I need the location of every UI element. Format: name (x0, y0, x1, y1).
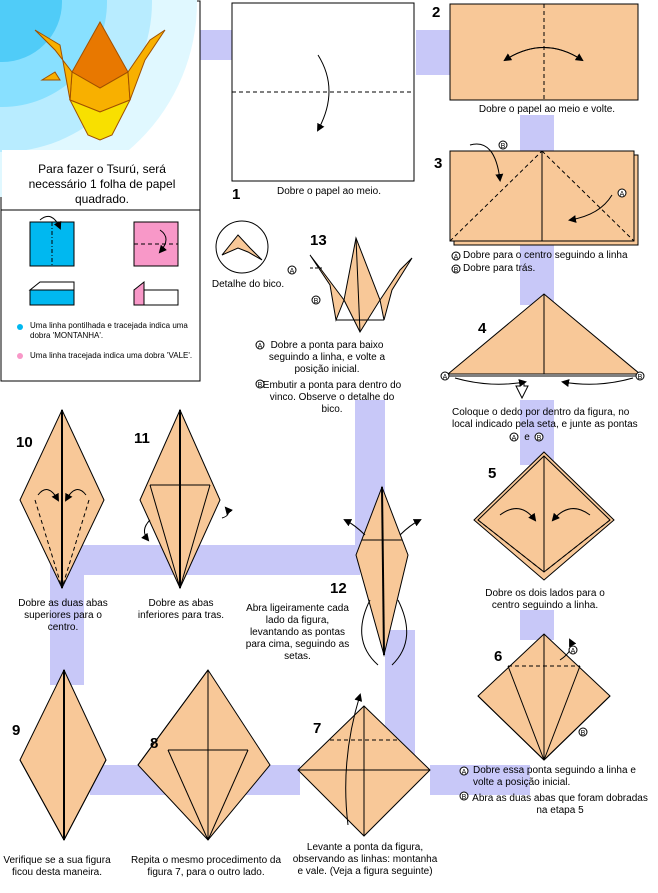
step-9-figure (19, 668, 107, 842)
step-7-figure (297, 693, 431, 837)
step-1-number: 1 (232, 186, 241, 203)
step-1-text: Dobre o papel ao meio. (277, 186, 381, 197)
step-3-text-b: Dobre para trás. (463, 263, 536, 274)
step-3-figure (449, 143, 639, 246)
step-5-text: Dobre os dois lados para o centro seguin… (485, 588, 605, 611)
svg-text:A: A (571, 648, 576, 655)
step-12-figure (343, 485, 422, 666)
marker-a-icon: A (287, 265, 297, 275)
step-6-text-a: Dobre essa ponta seguindo a linha e volt… (473, 765, 636, 788)
step-13-figure (309, 236, 413, 334)
marker-a-icon: A (617, 188, 627, 198)
step-2-figure (449, 3, 639, 101)
svg-text:B: B (462, 794, 467, 801)
marker-a-icon: A (459, 766, 469, 776)
step-2-number: 2 (432, 4, 441, 21)
step-10-figure (19, 408, 105, 590)
valley-dot-icon (17, 353, 23, 359)
svg-text:A: A (258, 343, 263, 350)
step-5-number: 5 (488, 465, 497, 482)
svg-text:A: A (443, 374, 448, 381)
step-7-text: Levante a ponta da figura, observando as… (292, 842, 438, 877)
step-4-text-and: e (524, 432, 530, 443)
step-4-figure (446, 293, 642, 400)
step-8-figure (137, 669, 271, 841)
legend-valley-result (133, 280, 179, 306)
svg-text:B: B (258, 382, 263, 389)
step-10-text: Dobre as duas abas superiores para o cen… (18, 598, 108, 633)
step-13-number: 13 (310, 232, 327, 249)
marker-a-icon: A (568, 645, 578, 655)
svg-text:B: B (314, 298, 319, 305)
step-5-figure (473, 451, 615, 581)
beak-detail-label: Detalhe do bico. (211, 279, 285, 290)
svg-text:A: A (454, 254, 459, 261)
svg-text:B: B (454, 267, 459, 274)
legend-mountain-result (28, 281, 75, 306)
intro-text: Para fazer o Tsurú, será necessário 1 fo… (28, 162, 176, 206)
step-13-text-b: Embutir a ponta para dentro do vinco. Ob… (262, 380, 402, 415)
step-11-number: 11 (134, 430, 150, 447)
svg-text:A: A (620, 191, 625, 198)
marker-a-icon: A (255, 340, 265, 350)
step-3-text-a: Dobre para o centro seguindo a linha (463, 250, 628, 261)
marker-b-icon: B (534, 432, 544, 442)
step-8-number: 8 (150, 735, 159, 752)
svg-text:A: A (512, 435, 517, 442)
step-2-text: Dobre o papel ao meio e volte. (478, 104, 616, 115)
svg-text:A: A (290, 268, 295, 275)
step-4-text: Coloque o dedo por dentro da figura, no … (452, 407, 638, 430)
svg-text:B: B (537, 435, 542, 442)
step-1-figure (231, 2, 415, 182)
marker-b-icon: B (498, 140, 508, 150)
legend-mountain-text: Uma linha pontilhada e tracejada indica … (30, 321, 188, 340)
marker-b-icon: B (311, 295, 321, 305)
beak-detail (215, 220, 269, 274)
marker-b-icon: B (451, 264, 461, 274)
step-6-number: 6 (494, 648, 503, 665)
step-3-number: 3 (434, 155, 443, 172)
step-11-figure (139, 408, 233, 590)
legend-mountain-square (29, 215, 75, 267)
marker-b-icon: B (255, 379, 265, 389)
marker-b-icon: B (459, 791, 469, 801)
svg-text:B: B (638, 374, 643, 381)
marker-a-icon: A (451, 251, 461, 261)
crane-icon (34, 20, 166, 141)
step-12-text: Abra ligeiramente cada lado da figura, l… (245, 603, 350, 662)
step-4-number: 4 (478, 320, 487, 337)
mountain-dot-icon (17, 324, 23, 330)
step-9-number: 9 (12, 722, 21, 739)
svg-text:B: B (501, 143, 506, 150)
finger-arrow-icon (515, 381, 529, 400)
legend-valley-square (133, 221, 179, 267)
step-10-number: 10 (16, 434, 33, 451)
step-6-text-b: Abra as duas abas que foram dobradas na … (472, 793, 648, 816)
step-8-text: Repita o mesmo procedimento da figura 7,… (130, 855, 282, 878)
svg-text:A: A (462, 769, 467, 776)
svg-text:B: B (581, 730, 586, 737)
step-11-text: Dobre as abas inferiores para tras. (137, 598, 225, 621)
marker-b-icon: B (635, 371, 645, 381)
legend-valley-text: Uma linha tracejada indica uma dobra 'VA… (30, 351, 193, 360)
marker-a-icon: A (440, 371, 450, 381)
step-13-text-a: Dobre a ponta para baixo seguindo a linh… (268, 340, 386, 375)
step-7-number: 7 (313, 720, 322, 737)
step-12-number: 12 (330, 580, 347, 597)
step-9-text: Verifique se a sua figura ficou desta ma… (3, 855, 111, 878)
marker-a-icon: A (509, 432, 519, 442)
marker-b-icon: B (578, 727, 588, 737)
